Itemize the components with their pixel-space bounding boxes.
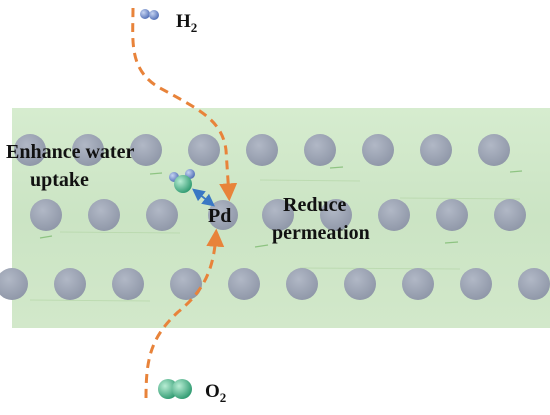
- h2-label: H2: [176, 11, 197, 35]
- pore: [402, 268, 434, 300]
- pore: [460, 268, 492, 300]
- pore: [304, 134, 336, 166]
- reduce-label-line1: Reduce: [283, 194, 346, 216]
- pore: [112, 268, 144, 300]
- pore: [378, 199, 410, 231]
- pore: [228, 268, 260, 300]
- pore: [320, 199, 352, 231]
- pore: [262, 199, 294, 231]
- water-molecule-icon: [169, 169, 195, 193]
- h2-label-sub: 2: [191, 20, 198, 35]
- h2-molecule-icon: [140, 9, 159, 20]
- pore: [436, 199, 468, 231]
- pore: [344, 268, 376, 300]
- pore: [494, 199, 526, 231]
- pore: [14, 134, 46, 166]
- enhance-label-line2: uptake: [30, 169, 89, 191]
- o2-permeation-path: [144, 228, 225, 399]
- h2-permeation-path: [131, 7, 238, 202]
- reduce-label-line2: permeation: [272, 222, 370, 244]
- enhance-label-line1: Enhance water: [6, 141, 134, 163]
- pore: [246, 134, 278, 166]
- pore: [188, 134, 220, 166]
- pore: [0, 268, 28, 300]
- pore: [420, 134, 452, 166]
- pore-array: [0, 134, 550, 300]
- pore: [88, 199, 120, 231]
- pore: [72, 134, 104, 166]
- pore: [130, 134, 162, 166]
- pore: [478, 134, 510, 166]
- interaction-arrow: [192, 188, 215, 207]
- pore: [362, 134, 394, 166]
- pore: [170, 268, 202, 300]
- pore: [54, 268, 86, 300]
- membrane-streaks: [39, 166, 523, 248]
- pore: [146, 199, 178, 231]
- pore: [286, 268, 318, 300]
- o2-molecule-icon: [158, 379, 192, 399]
- pd-particle: [208, 200, 238, 230]
- pore: [518, 268, 550, 300]
- h2-label-main: H: [176, 11, 191, 32]
- pore: [30, 199, 62, 231]
- o2-label-main: O: [205, 381, 220, 402]
- o2-label: O2: [205, 381, 226, 405]
- o2-label-sub: 2: [220, 390, 227, 405]
- pd-label: Pd: [208, 205, 231, 227]
